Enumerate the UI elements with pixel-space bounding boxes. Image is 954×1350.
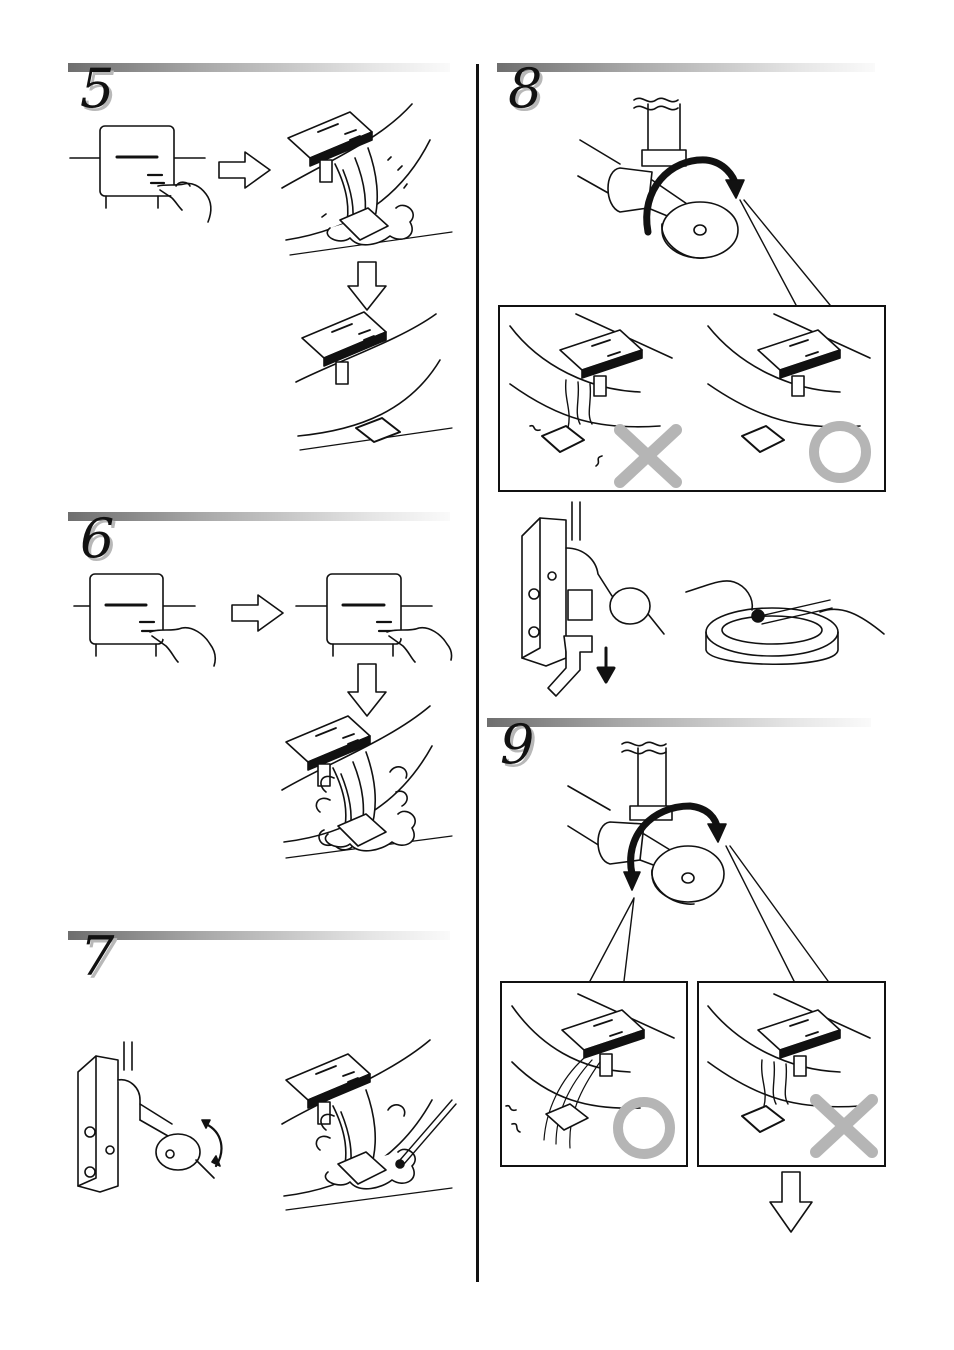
outline-arrow-icon [770,1172,812,1232]
circle-ok-icon [618,1102,670,1154]
faucet-dripping-9 [708,994,870,1132]
faucet-flow-9 [506,994,674,1148]
cross-ng-icon [816,1100,872,1152]
